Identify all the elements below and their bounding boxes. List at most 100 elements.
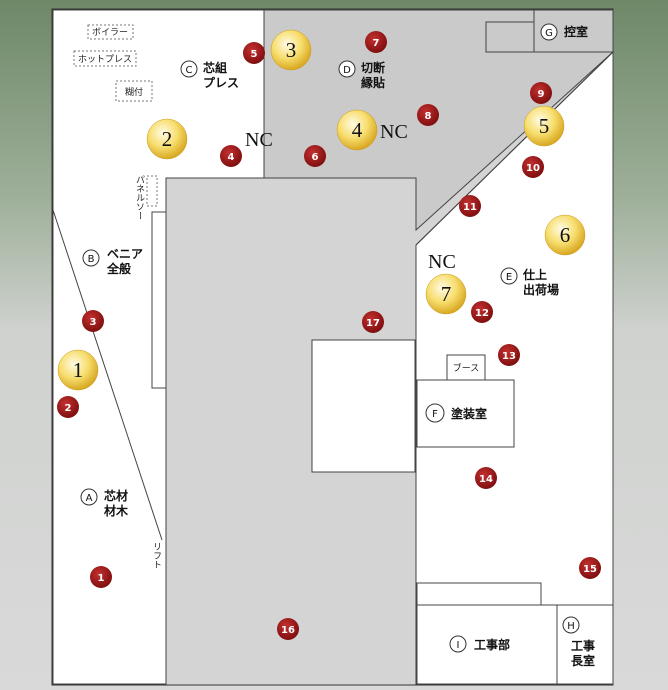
zone-b-label: B ベニア 全般 bbox=[82, 247, 143, 276]
svg-text:ベニア: ベニア bbox=[107, 247, 143, 261]
svg-text:G: G bbox=[545, 28, 553, 39]
red-marker[interactable]: 12 bbox=[471, 301, 493, 323]
zone-g-label: G 控室 bbox=[540, 23, 588, 41]
svg-text:工事: 工事 bbox=[571, 638, 595, 653]
red-marker[interactable]: 10 bbox=[522, 156, 544, 178]
center-block bbox=[311, 339, 416, 473]
red-marker[interactable]: 2 bbox=[57, 396, 79, 418]
red-marker[interactable]: 7 bbox=[365, 31, 387, 53]
svg-text:13: 13 bbox=[502, 351, 516, 362]
red-marker[interactable]: 4 bbox=[220, 145, 242, 167]
svg-text:16: 16 bbox=[281, 625, 295, 636]
gold-marker[interactable]: 5 bbox=[523, 105, 565, 147]
svg-text:10: 10 bbox=[526, 163, 540, 174]
svg-text:3: 3 bbox=[286, 38, 297, 62]
red-marker[interactable]: 15 bbox=[579, 557, 601, 579]
svg-text:芯材: 芯材 bbox=[104, 488, 128, 503]
zone-a-label: A 芯材 材木 bbox=[80, 488, 129, 518]
svg-text:17: 17 bbox=[366, 318, 380, 329]
zone-i-room bbox=[416, 604, 558, 685]
svg-text:H: H bbox=[567, 621, 575, 632]
gold-marker[interactable]: 1 bbox=[57, 349, 99, 391]
booth-label: ブース bbox=[453, 362, 480, 374]
zone-f-label: F 塗装室 bbox=[425, 403, 487, 423]
svg-text:仕上: 仕上 bbox=[522, 267, 547, 282]
red-marker[interactable]: 17 bbox=[362, 311, 384, 333]
svg-text:全般: 全般 bbox=[106, 261, 131, 276]
zone-c-label: C 芯組 プレス bbox=[180, 60, 239, 90]
svg-text:1: 1 bbox=[73, 358, 84, 382]
svg-text:A: A bbox=[86, 493, 93, 504]
red-marker[interactable]: 13 bbox=[498, 344, 520, 366]
zone-i-label: I 工事部 bbox=[449, 635, 510, 653]
svg-text:控室: 控室 bbox=[564, 24, 588, 39]
svg-text:プレス: プレス bbox=[203, 75, 239, 90]
svg-text:ホットプレス: ホットプレス bbox=[78, 54, 132, 65]
svg-text:6: 6 bbox=[560, 223, 571, 247]
svg-text:F: F bbox=[432, 409, 438, 420]
svg-text:14: 14 bbox=[479, 474, 493, 485]
svg-text:7: 7 bbox=[373, 38, 380, 49]
svg-text:D: D bbox=[343, 65, 351, 76]
hotpress-label: ホットプレス bbox=[73, 50, 137, 67]
panelsaw-label: パネルソー bbox=[134, 175, 158, 220]
boiler-label: ボイラー bbox=[87, 24, 134, 40]
red-marker[interactable]: 11 bbox=[459, 195, 481, 217]
zone-e-label: E 仕上 出荷場 bbox=[500, 267, 559, 297]
svg-text:E: E bbox=[506, 272, 512, 283]
svg-text:糊付: 糊付 bbox=[125, 86, 143, 98]
red-marker[interactable]: 9 bbox=[530, 82, 552, 104]
nc-label: NC bbox=[380, 121, 408, 143]
red-marker[interactable]: 16 bbox=[277, 618, 299, 640]
svg-text:5: 5 bbox=[539, 114, 550, 138]
bottom-strip bbox=[416, 582, 542, 606]
red-marker[interactable]: 5 bbox=[243, 42, 265, 64]
svg-text:芯組: 芯組 bbox=[203, 60, 227, 75]
svg-text:4: 4 bbox=[228, 152, 235, 163]
gold-marker[interactable]: 3 bbox=[270, 29, 312, 71]
svg-text:12: 12 bbox=[475, 308, 489, 319]
red-marker[interactable]: 14 bbox=[475, 467, 497, 489]
svg-text:縁貼: 縁貼 bbox=[361, 75, 385, 90]
svg-text:長室: 長室 bbox=[571, 653, 595, 668]
lift-label: リフト bbox=[151, 542, 161, 569]
zone-d-label: D 切断 縁貼 bbox=[338, 60, 385, 90]
gold-marker[interactable]: 2 bbox=[146, 118, 188, 160]
red-marker[interactable]: 3 bbox=[82, 310, 104, 332]
zone-h-label: H 工事 長室 bbox=[562, 616, 595, 668]
small-room-top bbox=[485, 21, 535, 53]
diagonal-wall-left bbox=[52, 209, 163, 541]
gold-marker[interactable]: 6 bbox=[544, 214, 586, 256]
svg-text:ボイラー: ボイラー bbox=[92, 27, 128, 38]
svg-text:B: B bbox=[88, 254, 95, 265]
svg-text:11: 11 bbox=[463, 202, 477, 213]
svg-text:9: 9 bbox=[538, 89, 545, 100]
svg-text:塗装室: 塗装室 bbox=[451, 406, 487, 421]
svg-text:6: 6 bbox=[312, 152, 319, 163]
red-marker[interactable]: 8 bbox=[417, 104, 439, 126]
diagonal-wall-right bbox=[415, 51, 614, 246]
svg-text:4: 4 bbox=[352, 118, 363, 142]
svg-text:7: 7 bbox=[441, 282, 452, 306]
svg-text:出荷場: 出荷場 bbox=[523, 282, 559, 297]
svg-text:5: 5 bbox=[251, 49, 258, 60]
booth-box bbox=[446, 354, 486, 381]
svg-text:材木: 材木 bbox=[103, 503, 129, 518]
svg-text:3: 3 bbox=[90, 317, 97, 328]
glue-label: 糊付 bbox=[115, 80, 153, 102]
red-marker[interactable]: 6 bbox=[304, 145, 326, 167]
svg-text:C: C bbox=[186, 65, 193, 76]
nc-label: NC bbox=[428, 251, 456, 273]
svg-text:15: 15 bbox=[583, 564, 597, 575]
gold-marker[interactable]: 4 bbox=[336, 109, 378, 151]
svg-text:切断: 切断 bbox=[361, 60, 385, 75]
nc-label: NC bbox=[245, 129, 273, 151]
svg-text:パネルソー: パネルソー bbox=[134, 175, 145, 220]
gold-marker[interactable]: 7 bbox=[425, 273, 467, 315]
svg-text:8: 8 bbox=[425, 111, 432, 122]
svg-text:1: 1 bbox=[98, 573, 105, 584]
svg-text:2: 2 bbox=[65, 403, 72, 414]
svg-text:2: 2 bbox=[162, 127, 173, 151]
red-marker[interactable]: 1 bbox=[90, 566, 112, 588]
